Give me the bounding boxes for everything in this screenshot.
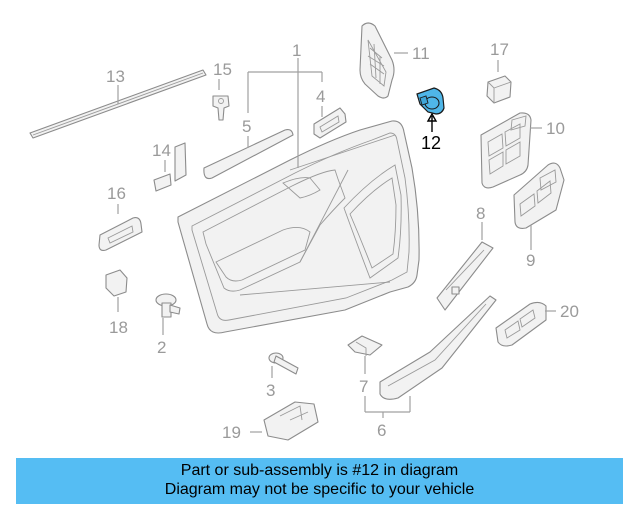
part-10-switch-panel — [480, 112, 532, 189]
callout-12: 12 — [421, 133, 441, 153]
callout-4: 4 — [316, 87, 325, 106]
parts-diagram: 1 13 15 4 5 14 16 11 12 17 10 8 9 20 18 … — [29, 22, 579, 442]
leader-lines — [117, 52, 556, 433]
callout-3: 3 — [266, 381, 275, 400]
part-12-clip-highlighted — [416, 87, 445, 115]
callout-19: 19 — [222, 423, 241, 442]
part-19-bracket — [263, 401, 319, 441]
part-7-clip — [347, 335, 383, 356]
part-2-fastener — [155, 293, 181, 318]
callout-7: 7 — [359, 377, 368, 396]
part-4-handle-bezel — [313, 107, 347, 139]
callout-18: 18 — [109, 318, 128, 337]
callout-13: 13 — [106, 67, 125, 86]
callout-17: 17 — [490, 40, 509, 59]
part-18-cover — [105, 269, 128, 297]
part-16-pull-insert — [98, 217, 143, 251]
part-15-clip — [212, 95, 230, 121]
part-8-trim-strip — [436, 241, 494, 311]
callout-2: 2 — [157, 338, 166, 357]
callout-8: 8 — [476, 204, 485, 223]
banner-line-2: Diagram may not be specific to your vehi… — [164, 481, 475, 498]
callout-9: 9 — [526, 251, 535, 270]
callout-14: 14 — [152, 141, 171, 160]
part-11-mirror-cover — [359, 22, 395, 99]
callout-1: 1 — [292, 41, 301, 60]
part-14-bracket — [153, 142, 187, 192]
callout-15: 15 — [213, 60, 232, 79]
banner-line-1: Part or sub-assembly is #12 in diagram — [180, 462, 459, 479]
callout-11: 11 — [412, 44, 430, 63]
callout-5: 5 — [242, 117, 251, 136]
callout-16: 16 — [107, 184, 126, 203]
callout-20: 20 — [560, 302, 579, 321]
callout-6: 6 — [377, 421, 386, 440]
callout-10: 10 — [546, 119, 565, 138]
part-6-armrest-trim — [379, 295, 497, 400]
part-20-switch-module — [495, 301, 547, 347]
part-5-trim-strip — [203, 129, 294, 180]
part-3-screw — [268, 352, 299, 375]
part-17-button — [486, 75, 512, 104]
info-banner: Part or sub-assembly is #12 in diagram D… — [16, 458, 623, 504]
part-1-door-panel — [177, 120, 420, 334]
part-9-switch-panel — [513, 162, 565, 229]
